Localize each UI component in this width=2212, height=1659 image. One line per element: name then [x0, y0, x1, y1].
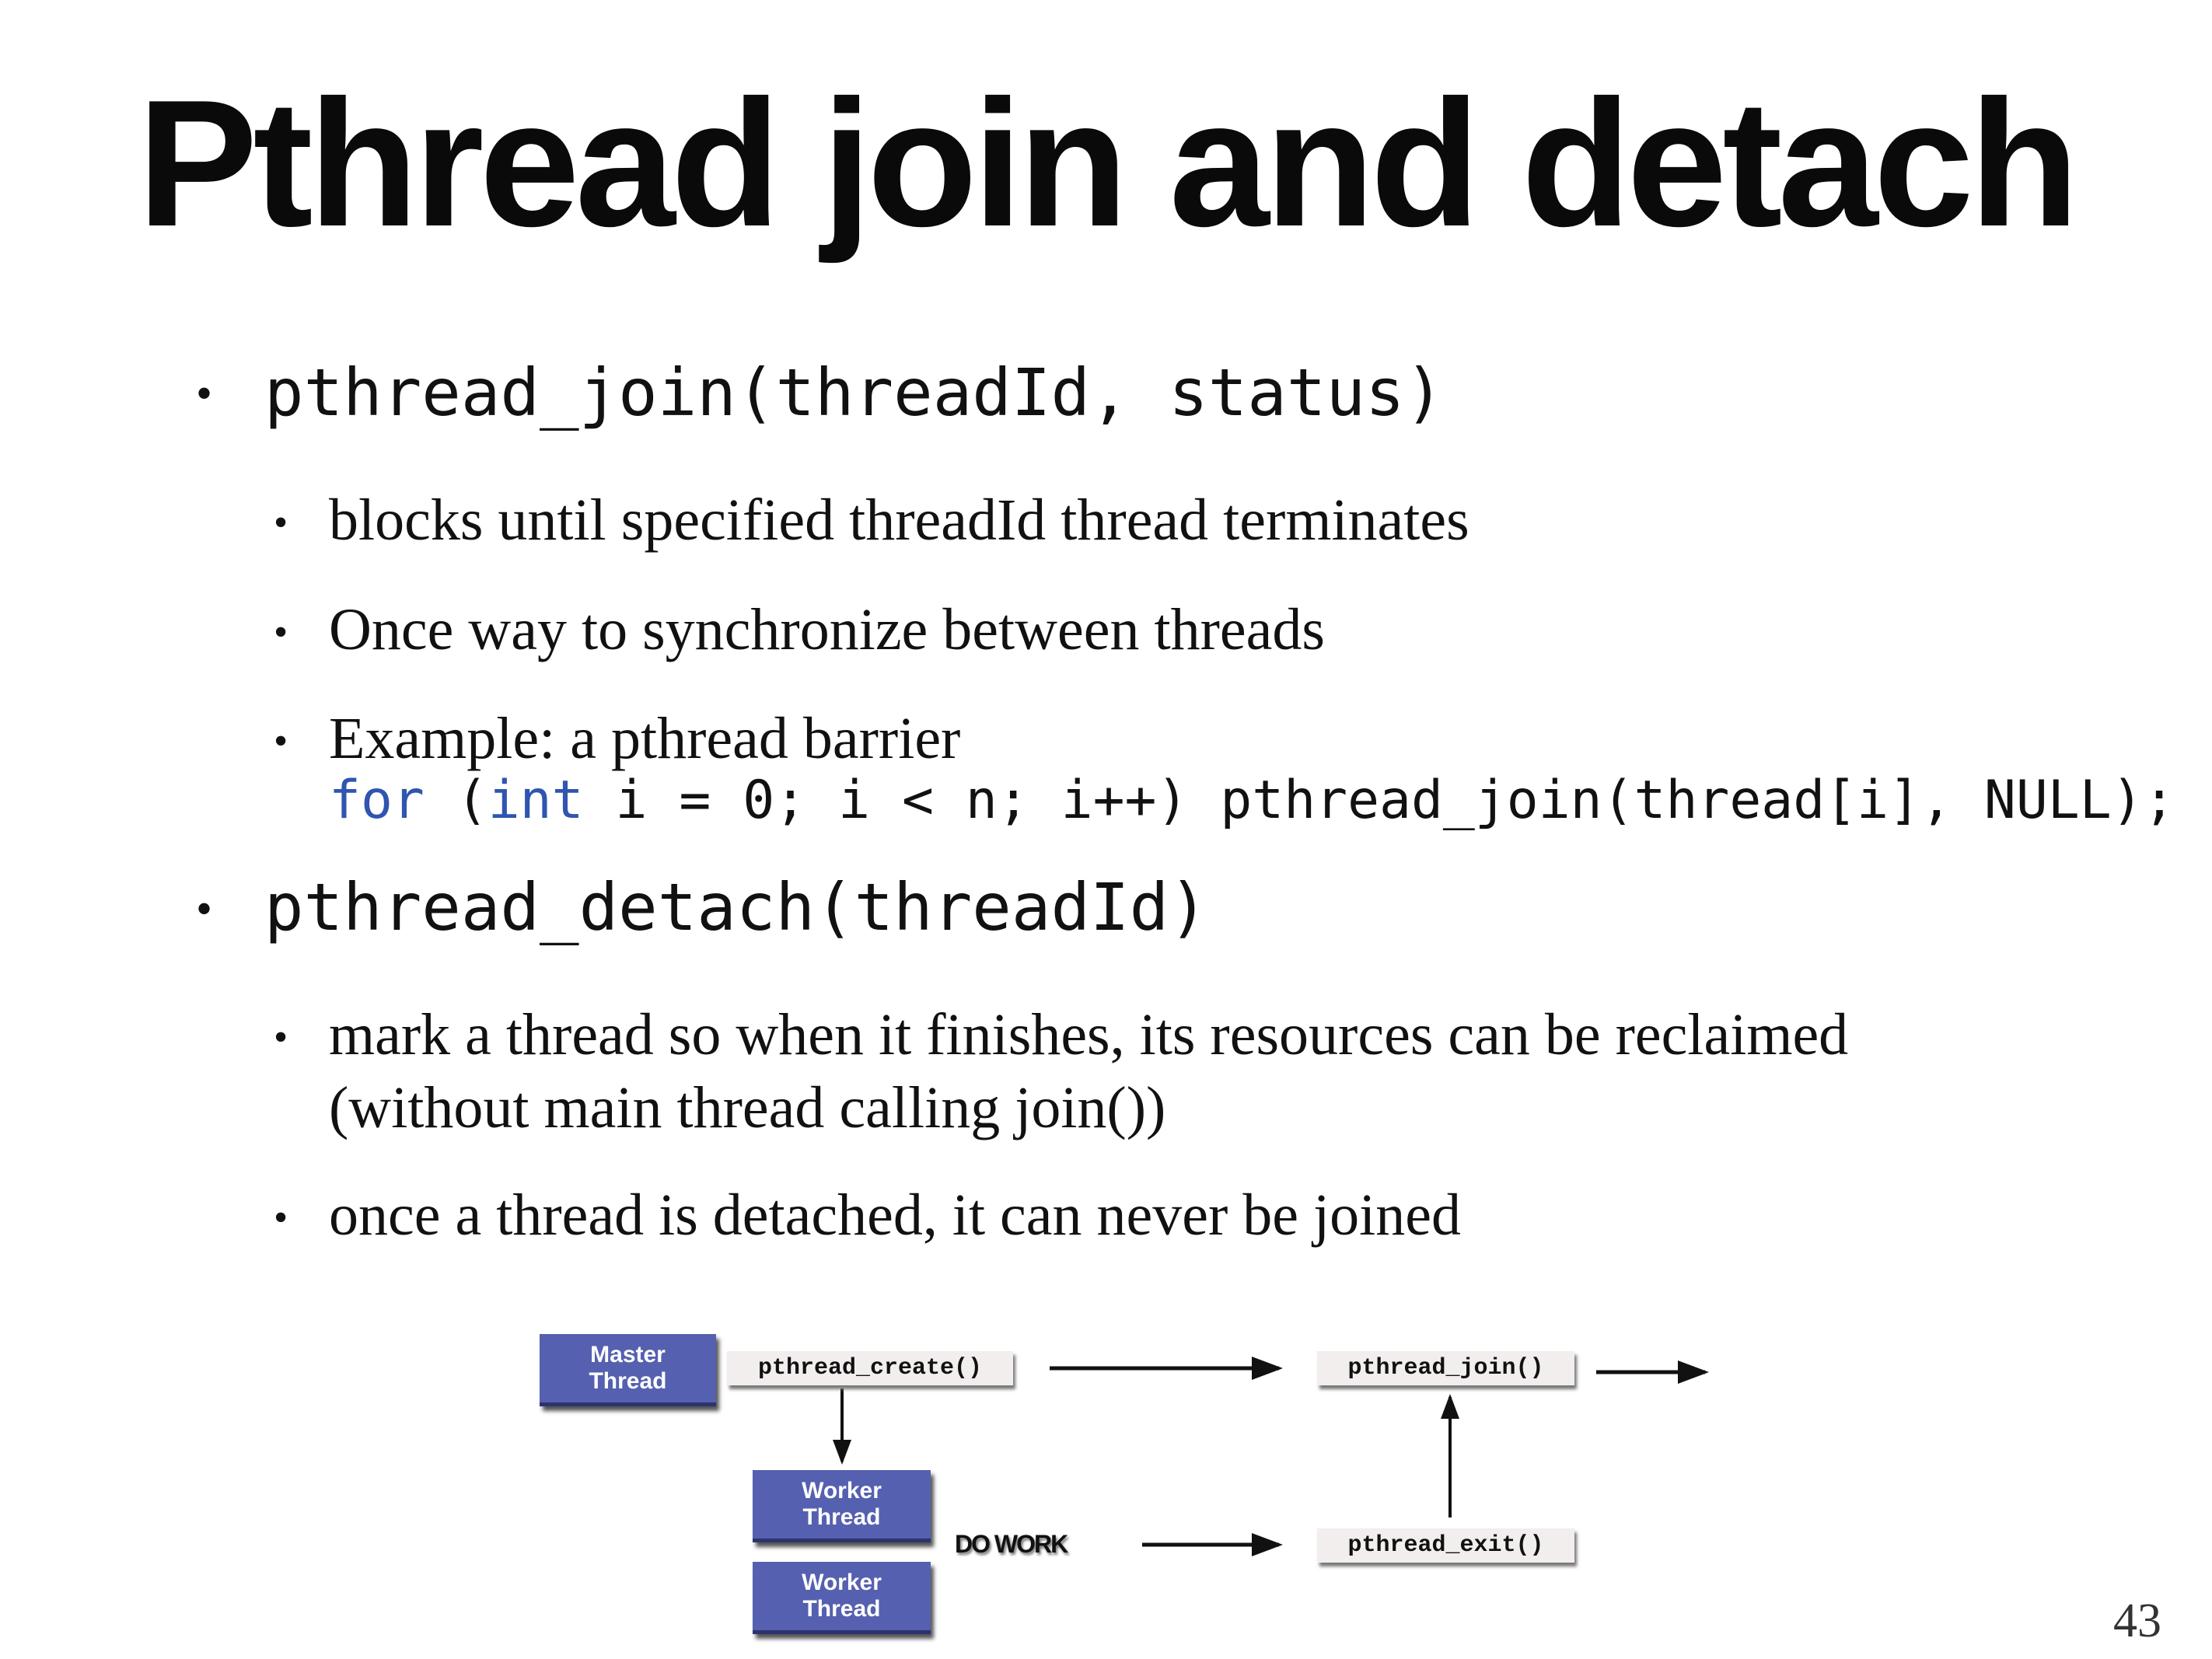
bullet-dot: • — [196, 368, 213, 419]
sub-bullet: mark a thread so when it finishes, its r… — [329, 1002, 1849, 1067]
bullet-dot: • — [274, 719, 288, 763]
pthread-exit-box: pthread_exit() — [1317, 1528, 1574, 1563]
bullet-pthread-join: pthread_join(threadId, status) — [264, 355, 1445, 431]
box-label: Thread — [589, 1368, 667, 1394]
bullet-dot: • — [274, 1196, 288, 1240]
box-label: Worker — [802, 1570, 882, 1595]
do-work-label: DO WORK — [955, 1530, 1068, 1558]
pthread-join-box: pthread_join() — [1317, 1351, 1574, 1385]
sub-bullet: blocks until specified threadId thread t… — [329, 487, 1469, 553]
code-example: for (int i = 0; i < n; i++) pthread_join… — [329, 770, 2175, 831]
pthread-create-box: pthread_create() — [727, 1351, 1013, 1385]
slide-title: Pthread join and detach — [137, 63, 2080, 264]
sub-bullet-continuation: (without main thread calling join()) — [329, 1075, 1166, 1140]
sub-bullet: once a thread is detached, it can never … — [329, 1182, 1461, 1248]
box-label: Worker — [802, 1478, 882, 1504]
box-label: Thread — [802, 1504, 881, 1530]
bullet-pthread-detach: pthread_detach(threadId) — [264, 869, 1208, 945]
code-text: ( — [424, 770, 488, 831]
page-number: 43 — [2113, 1594, 2161, 1647]
code-keyword: for — [329, 770, 425, 831]
sub-bullet: Once way to synchronize between threads — [329, 597, 1325, 662]
box-label: Master — [590, 1342, 666, 1367]
code-text: i = 0; i < n; i++) pthread_join(thread[i… — [583, 770, 2175, 831]
bullet-dot: • — [274, 610, 288, 655]
box-label: Thread — [802, 1596, 881, 1622]
sub-bullet: Example: a pthread barrier — [329, 706, 961, 771]
bullet-dot: • — [274, 501, 288, 545]
bullet-dot: • — [274, 1015, 288, 1060]
bullet-dot: • — [196, 883, 213, 934]
code-keyword: int — [487, 770, 584, 831]
